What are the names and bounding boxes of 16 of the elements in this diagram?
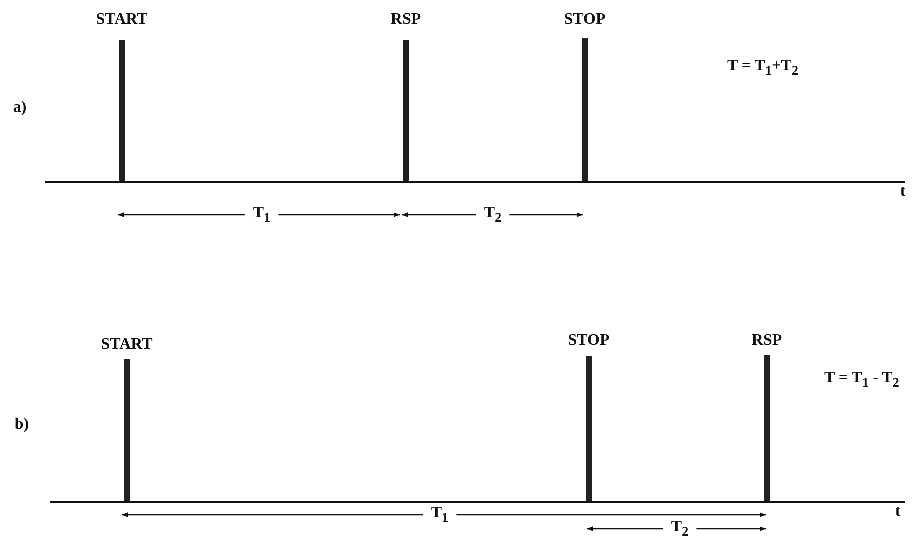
panel-label: a) bbox=[13, 100, 27, 116]
panel-label: b) bbox=[14, 417, 30, 433]
axis-label: t bbox=[895, 504, 901, 520]
dimension-label: T$_{2}$ bbox=[484, 206, 502, 224]
pulse-label: START bbox=[101, 337, 153, 353]
pulse-label: RSP bbox=[390, 12, 422, 28]
pulse-label: START bbox=[96, 12, 148, 28]
dimension-label: T$_{1}$ bbox=[253, 206, 271, 224]
dimension-label: T$_{2}$ bbox=[671, 520, 689, 538]
equation: T = T$_{1}$+T$_{2}$ bbox=[727, 58, 799, 78]
dimension-label: T$_{1}$ bbox=[431, 506, 449, 524]
axis-label: t bbox=[900, 184, 906, 200]
pulse-label: RSP bbox=[752, 333, 782, 349]
equation: T = T$_{1}$ - T$_{2}$ bbox=[824, 370, 900, 390]
pulse-label: STOP bbox=[568, 333, 610, 349]
pulse-label: STOP bbox=[564, 12, 606, 28]
